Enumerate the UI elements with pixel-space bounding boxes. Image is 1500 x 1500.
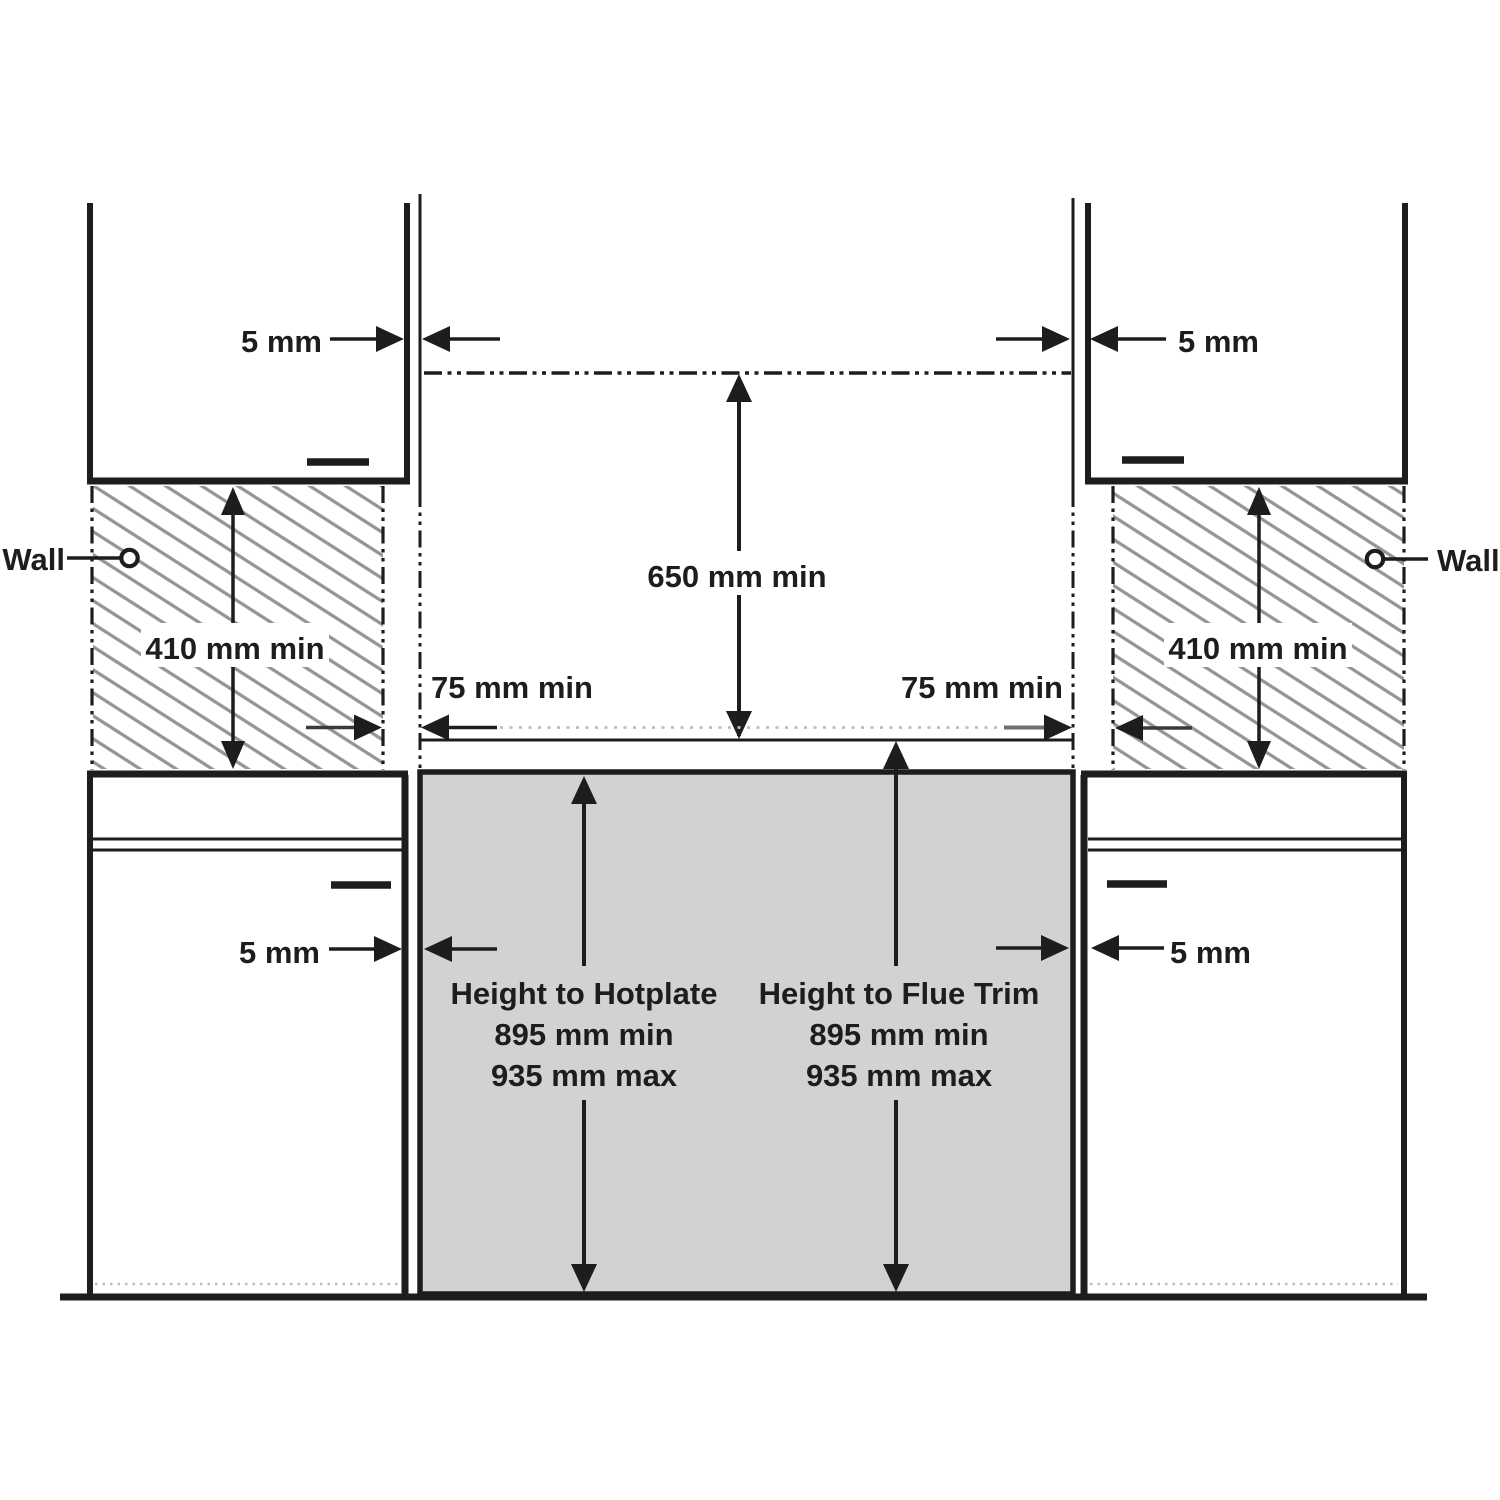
dim-75-left-outer-arrowhead xyxy=(354,714,382,741)
dim-410-left-label: 410 mm min xyxy=(145,631,324,666)
hotplate-min: 895 mm min xyxy=(494,1017,673,1052)
dim-side-clearance-right: 75 mm min xyxy=(901,670,1192,741)
dim-410-right-arrowhead-down xyxy=(1247,741,1271,769)
dim-gap-lower-left-label: 5 mm xyxy=(239,935,320,970)
hotplate-max: 935 mm max xyxy=(491,1058,678,1093)
cooker-niche-lines xyxy=(418,194,1075,770)
upper-cabinet-right xyxy=(1085,203,1408,485)
wall-label-right-marker xyxy=(1364,548,1386,570)
dim-gap-upper-left: 5 mm xyxy=(241,324,500,359)
dim-650-label-halo xyxy=(643,551,833,595)
dim-gap-lower-left-arrowhead-right xyxy=(374,936,402,962)
dim-height-to-flue-trim: Height to Flue Trim 895 mm min 935 mm ma… xyxy=(759,741,1040,1292)
dim-650-label: 650 mm min xyxy=(647,559,826,594)
wall-label-right: Wall xyxy=(1364,543,1500,578)
dim-overhead-clearance: 650 mm min xyxy=(643,374,833,739)
dim-75-right-outer-arrowhead xyxy=(1115,715,1143,741)
dim-410-left-label-halo xyxy=(141,623,329,667)
lower-cabinet-right xyxy=(1080,770,1407,1294)
dim-75-left-arrowhead xyxy=(421,714,449,741)
wall-label-left-text: Wall xyxy=(2,542,65,577)
dim-height-to-hotplate: Height to Hotplate 895 mm min 935 mm max xyxy=(451,776,718,1292)
wall-label-left-marker xyxy=(119,547,140,569)
dim-650-arrowhead-up xyxy=(726,374,752,402)
wall-label-left: Wall xyxy=(2,542,140,577)
hotplate-title: Height to Hotplate xyxy=(451,976,718,1011)
wall-label-right-text: Wall xyxy=(1437,543,1500,578)
dim-gap-upper-right-arrowhead-left xyxy=(1090,326,1118,352)
dim-75-right-arrowhead xyxy=(1044,714,1072,741)
dim-gap-upper-right: 5 mm xyxy=(996,324,1259,359)
dim-75-right-label: 75 mm min xyxy=(901,670,1063,705)
dim-gap-upper-left-label: 5 mm xyxy=(241,324,322,359)
flue-max: 935 mm max xyxy=(806,1058,993,1093)
flue-arrowhead-down xyxy=(883,1264,909,1292)
dim-gap-upper-left-arrowhead-right xyxy=(376,326,404,352)
flue-title: Height to Flue Trim xyxy=(759,976,1040,1011)
dim-wall-zone-right: 410 mm min xyxy=(1164,487,1352,769)
hotplate-arrowhead-down xyxy=(571,1264,597,1292)
dim-gap-lower-right: 5 mm xyxy=(996,935,1251,970)
dim-410-right-arrowhead-up xyxy=(1247,487,1271,515)
dim-410-right-label: 410 mm min xyxy=(1168,631,1347,666)
dim-gap-lower-right-label: 5 mm xyxy=(1170,935,1251,970)
upper-cabinet-left xyxy=(87,203,410,485)
dim-410-left-arrowhead-down xyxy=(221,741,245,769)
dim-gap-lower-right-arrowhead-right xyxy=(1041,935,1069,961)
dim-410-left-arrowhead-up xyxy=(221,487,245,515)
dim-side-clearance-left: 75 mm min xyxy=(306,670,1002,741)
dim-gap-upper-right-label: 5 mm xyxy=(1178,324,1259,359)
cooker-body xyxy=(417,769,1076,1297)
dim-wall-zone-left: 410 mm min xyxy=(141,487,329,769)
lower-cabinet-left xyxy=(87,770,409,1294)
cooker xyxy=(417,738,1076,1297)
dim-gap-lower-left-arrowhead-left xyxy=(424,936,452,962)
dim-650-arrowhead-down xyxy=(726,711,752,739)
dim-gap-upper-left-arrowhead-left xyxy=(422,326,450,352)
flue-min: 895 mm min xyxy=(809,1017,988,1052)
dim-gap-lower-right-arrowhead-left xyxy=(1091,935,1119,961)
dim-gap-upper-right-arrowhead-right xyxy=(1042,326,1070,352)
hotplate-arrowhead-up xyxy=(571,776,597,804)
flue-arrowhead-up xyxy=(883,741,909,769)
dim-410-right-label-halo xyxy=(1164,623,1352,667)
dim-gap-lower-left: 5 mm xyxy=(239,935,497,970)
dim-75-left-label: 75 mm min xyxy=(431,670,593,705)
